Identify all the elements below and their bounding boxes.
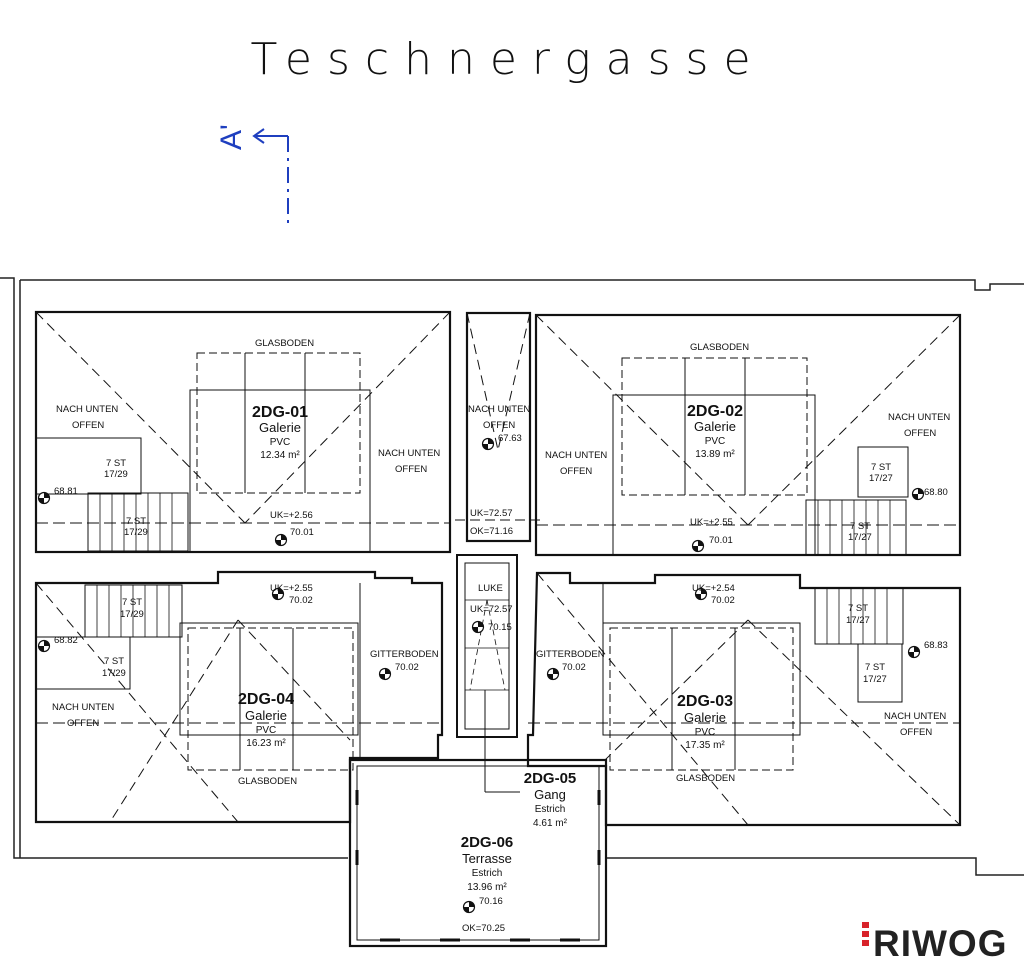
level-value: 68.80 [924,487,948,498]
level-value: 68.81 [54,486,78,497]
offen-label: OFFEN [560,466,592,477]
stairs-count: 7 ST [871,462,891,473]
room-name-02: Galerie [694,419,736,434]
glasboden-label: GLASBODEN [255,338,314,349]
logo-mark [862,940,869,946]
offen-label: OFFEN [483,420,515,431]
glasboden-label: GLASBODEN [238,776,297,787]
room-labels: 2DG-01 Galerie PVC 12.34 m² 2DG-02 Galer… [238,403,743,893]
room-id-04: 2DG-04 [238,691,294,708]
room-area-06: 13.96 m² [467,882,507,893]
uk-value: UK=+2.55 [690,517,733,528]
uk-value: UK=+2.55 [270,583,313,594]
room-2dg-06 [348,758,608,948]
stairs-count: 7 ST [106,458,126,469]
nach-unten-label: NACH UNTEN [545,450,607,461]
level-value: 70.15 [488,622,512,633]
nach-unten-label: NACH UNTEN [56,404,118,415]
stairs-ratio: 17/29 [120,609,144,620]
uk-value: UK=72.57 [470,508,513,519]
room-name-04: Galerie [245,708,287,723]
level-value: 70.02 [562,662,586,673]
stairs-ratio: 17/27 [863,674,887,685]
offen-label: OFFEN [67,718,99,729]
nach-unten-label: NACH UNTEN [468,404,530,415]
room-material-02: PVC [705,436,726,447]
gitterboden-label: GITTERBODEN [370,649,439,660]
room-2dg-02 [534,313,962,557]
uk-value: UK=72.57 [470,604,513,615]
room-2dg-01 [34,310,452,554]
uk-value: UK=+2.54 [692,583,735,594]
offen-label: OFFEN [395,464,427,475]
logo-mark [862,922,869,928]
room-id-03: 2DG-03 [677,693,733,710]
stairs-count: 7 ST [126,516,146,527]
room-area-01: 12.34 m² [260,450,300,461]
stairs-count: 7 ST [865,662,885,673]
stairs-ratio: 17/29 [102,668,126,679]
room-name-06: Terrasse [462,851,512,866]
level-value: 67.63 [498,433,522,444]
stairs-count: 7 ST [848,603,868,614]
level-value: 68.82 [54,635,78,646]
annotations: GLASBODEN GLASBODEN GLASBODEN GLASBODEN … [52,338,950,934]
room-area-05: 4.61 m² [533,818,568,829]
stairs-ratio: 17/27 [869,473,893,484]
nach-unten-label: NACH UNTEN [378,448,440,459]
room-2dg-03 [526,571,962,827]
room-area-03: 17.35 m² [685,740,725,751]
room-name-01: Galerie [259,420,301,435]
stairs-ratio: 17/27 [848,532,872,543]
offen-label: OFFEN [904,428,936,439]
room-area-04: 16.23 m² [246,738,286,749]
nach-unten-label: NACH UNTEN [52,702,114,713]
room-material-03: PVC [695,727,716,738]
central-shaft [455,311,540,793]
section-marker [252,128,289,228]
room-material-01: PVC [270,437,291,448]
level-value: 70.02 [289,595,313,606]
level-value: 70.02 [395,662,419,673]
room-id-06: 2DG-06 [461,834,514,851]
room-material-06: Estrich [472,868,503,879]
logo-text: RIWOG [873,923,1007,964]
room-id-01: 2DG-01 [252,404,308,421]
street-name: Teschnergasse [250,34,765,85]
logo-mark [862,931,869,937]
luke-label: LUKE [478,583,503,594]
stairs-ratio: 17/27 [846,615,870,626]
level-value: 70.16 [479,896,503,907]
stairs-count: 7 ST [122,597,142,608]
building-outline [0,277,1024,876]
glasboden-label: GLASBODEN [676,773,735,784]
stairs-count: 7 ST [850,521,870,532]
stairs-ratio: 17/29 [124,527,148,538]
offen-label: OFFEN [900,727,932,738]
room-name-05: Gang [534,787,566,802]
room-name-03: Galerie [684,710,726,725]
nach-unten-label: NACH UNTEN [888,412,950,423]
level-value: 68.83 [924,640,948,651]
room-material-04: PVC [256,725,277,736]
level-value: 70.02 [711,595,735,606]
level-value: 70.01 [709,535,733,546]
riwog-logo: RIWOG [862,922,1007,964]
gitterboden-label: GITTERBODEN [536,649,605,660]
uk-value: UK=+2.56 [270,510,313,521]
room-id-02: 2DG-02 [687,403,743,420]
glasboden-label: GLASBODEN [690,342,749,353]
stairs-ratio: 17/29 [104,469,128,480]
offen-label: OFFEN [72,420,104,431]
room-area-02: 13.89 m² [695,449,735,460]
room-material-05: Estrich [535,804,566,815]
room-id-05: 2DG-05 [524,770,577,787]
section-marker-label: A' [215,124,248,150]
stairs-count: 7 ST [104,656,124,667]
ok-value: OK=71.16 [470,526,513,537]
ok-value: OK=70.25 [462,923,505,934]
nach-unten-label: NACH UNTEN [884,711,946,722]
level-value: 70.01 [290,527,314,538]
